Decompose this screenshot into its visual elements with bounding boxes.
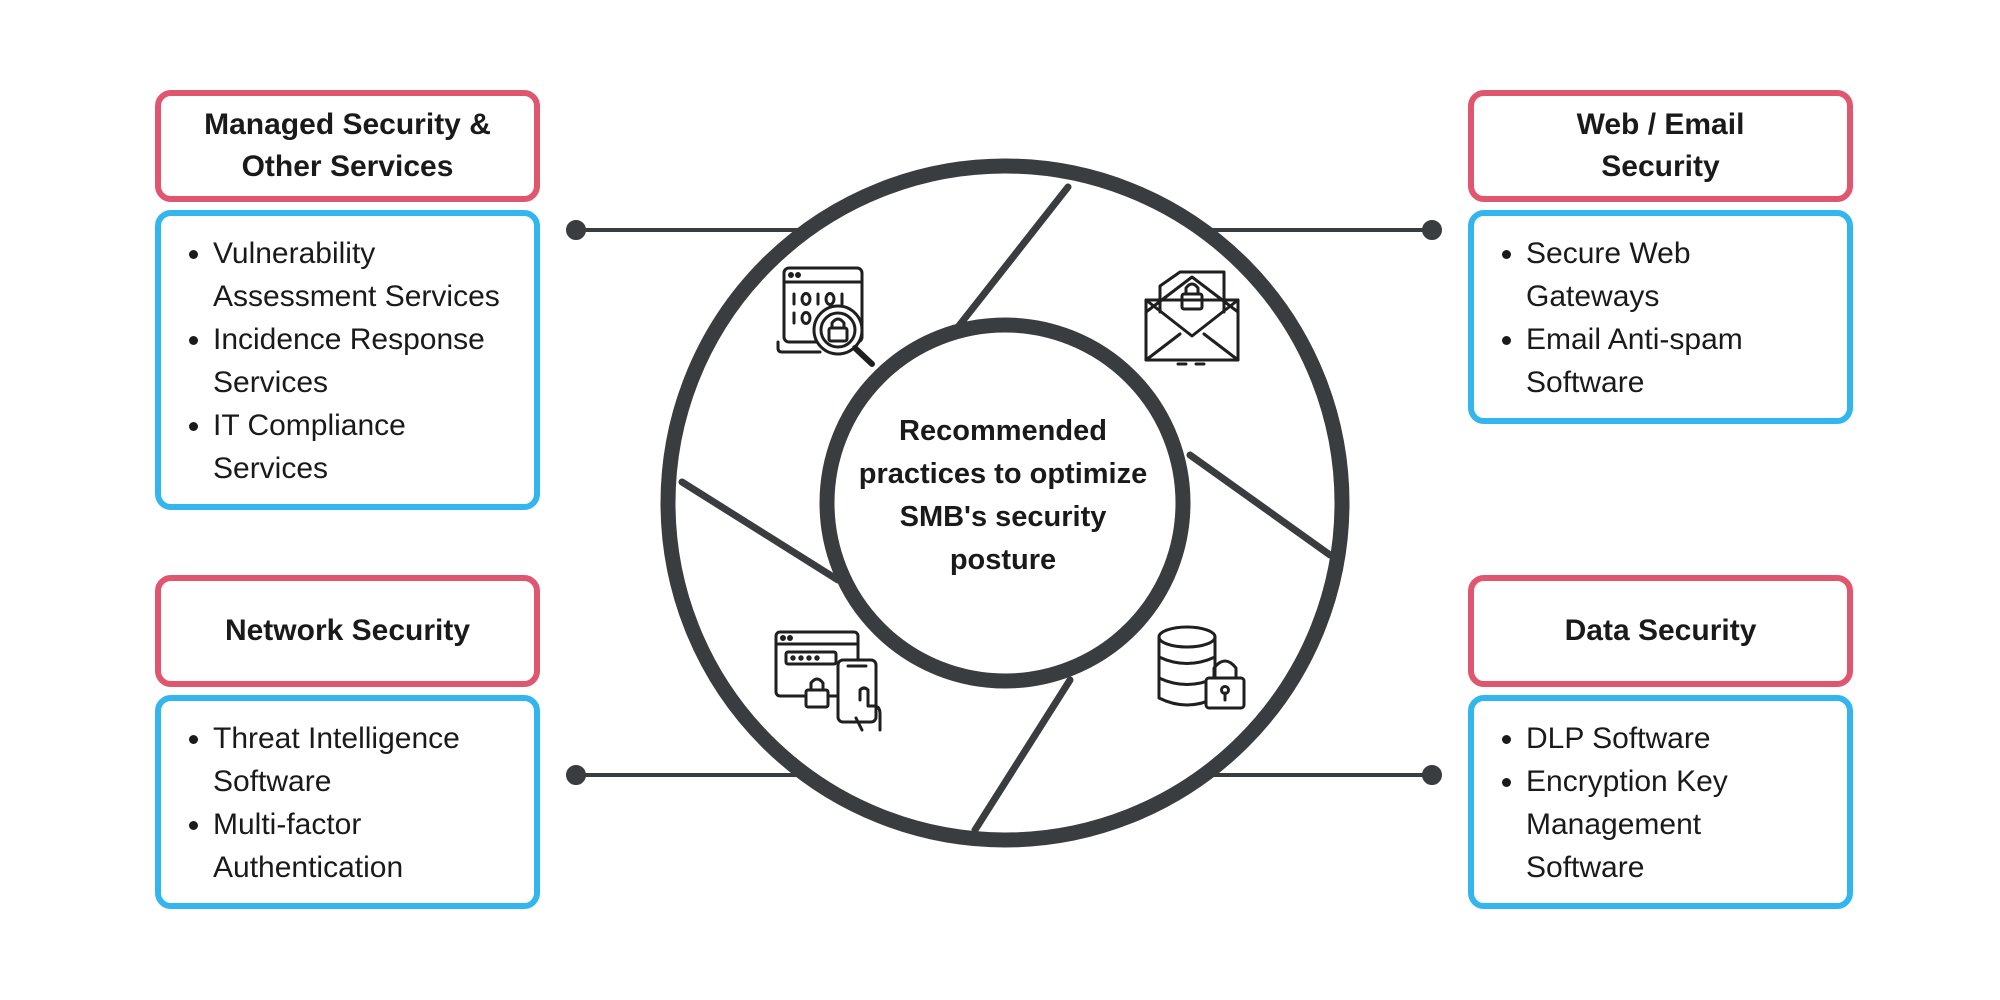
panel-list: DLP Software Encryption Key Management S… xyxy=(1468,695,1853,909)
list-item-line: Incidence Response xyxy=(213,323,485,356)
list-item: Encryption Key Management Software xyxy=(1526,760,1837,889)
list-item-line: Management xyxy=(1526,808,1702,841)
connector-dot-web xyxy=(1422,220,1442,240)
list-item-line: Gateways xyxy=(1526,280,1660,313)
devices-lock-icon xyxy=(774,630,882,732)
panel-list: Threat Intelligence Software Multi-facto… xyxy=(155,695,540,909)
connector-dot-network xyxy=(566,765,586,785)
list-item-line: Threat Intelligence xyxy=(213,722,460,755)
center-label-line: SMB's security xyxy=(899,501,1107,533)
list-item-line: Software xyxy=(213,765,332,798)
panel-title-line: Security xyxy=(1601,150,1720,183)
list-item-line: Email Anti-spam xyxy=(1526,323,1743,356)
ring-divider-right xyxy=(1186,451,1334,559)
connector-dot-managed xyxy=(566,220,586,240)
panel-title: Web / Email Security xyxy=(1468,90,1853,202)
panel-data-security: Data Security DLP Software Encryption Ke… xyxy=(1468,575,1853,909)
list-item: Multi-factor Authentication xyxy=(213,803,524,889)
list-item: Incidence Response Services xyxy=(213,318,524,404)
center-label-line: posture xyxy=(949,544,1057,576)
list-item-line: Services xyxy=(213,366,329,399)
center-label-line: practices to optimize xyxy=(858,458,1148,490)
center-label-line: Recommended xyxy=(899,415,1107,447)
list-item-line: DLP Software xyxy=(1526,722,1711,755)
database-lock-icon xyxy=(1157,625,1246,710)
panel-web-email-security: Web / Email Security Secure Web Gateways… xyxy=(1468,90,1853,424)
center-label: Recommended practices to optimize SMB's … xyxy=(838,410,1168,582)
connectors xyxy=(566,220,1442,785)
panel-title: Network Security xyxy=(155,575,540,687)
panel-list: Vulnerability Assessment Services Incide… xyxy=(155,210,540,510)
panel-managed-security: Managed Security & Other Services Vulner… xyxy=(155,90,540,510)
email-lock-icon xyxy=(1144,270,1240,366)
list-item: IT Compliance Services xyxy=(213,404,524,490)
list-item-line: Multi-factor xyxy=(213,808,362,841)
list-item-line: Software xyxy=(1526,851,1645,884)
list-item-line: Services xyxy=(213,452,329,485)
panel-title-line: Other Services xyxy=(241,150,454,183)
panel-title-line: Network Security xyxy=(224,614,471,647)
list-item-line: Secure Web xyxy=(1526,237,1691,270)
ring-divider-top xyxy=(954,183,1072,331)
list-item: Email Anti-spam Software xyxy=(1526,318,1837,404)
list-item: DLP Software xyxy=(1526,717,1837,760)
list-item-line: Encryption Key xyxy=(1526,765,1728,798)
list-item: Secure Web Gateways xyxy=(1526,232,1837,318)
connector-dot-data xyxy=(1422,765,1442,785)
list-item-line: Software xyxy=(1526,366,1645,399)
ring-divider-bottom xyxy=(971,676,1074,834)
list-item-line: IT Compliance xyxy=(213,409,406,442)
ring-divider-left xyxy=(678,478,842,584)
panel-title: Managed Security & Other Services xyxy=(155,90,540,202)
panel-title-line: Managed Security & xyxy=(204,108,491,141)
panel-title-line: Data Security xyxy=(1564,614,1757,647)
code-search-lock-icon xyxy=(776,266,875,367)
list-item-line: Vulnerability xyxy=(213,237,376,270)
panel-title: Data Security xyxy=(1468,575,1853,687)
panel-list: Secure Web Gateways Email Anti-spam Soft… xyxy=(1468,210,1853,424)
list-item: Vulnerability Assessment Services xyxy=(213,232,524,318)
list-item-line: Authentication xyxy=(213,851,404,884)
list-item: Threat Intelligence Software xyxy=(213,717,524,803)
panel-network-security: Network Security Threat Intelligence Sof… xyxy=(155,575,540,909)
inner-ring xyxy=(819,317,1191,689)
panel-title-line: Web / Email xyxy=(1576,108,1745,141)
list-item-line: Assessment Services xyxy=(213,280,500,313)
